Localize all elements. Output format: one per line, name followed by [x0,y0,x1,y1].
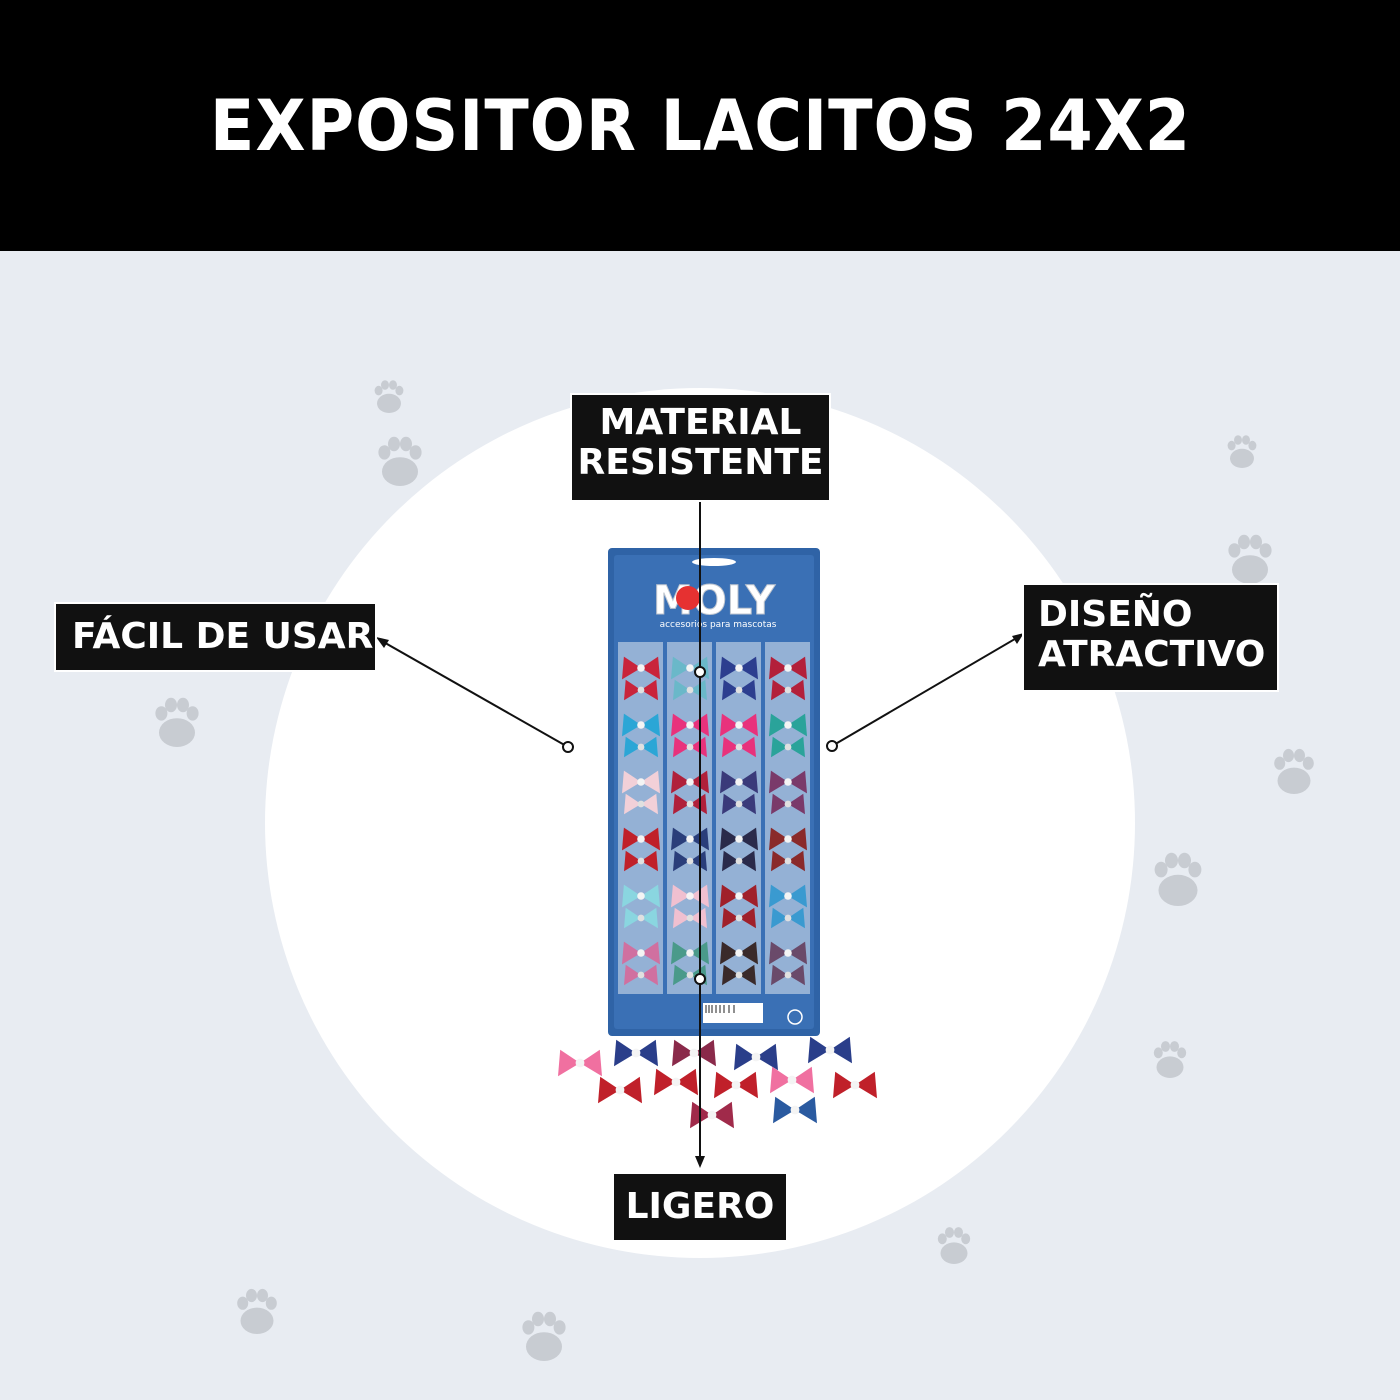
bow-icon [769,884,807,908]
barcode-label [703,1003,763,1023]
bow-icon [673,736,707,758]
bow-icon [720,884,758,908]
logo-smiley-icon [676,586,700,610]
bow-icon [769,713,807,737]
page-header: EXPOSITOR LACITOS 24X2 [0,0,1400,251]
bow-icon [769,656,807,680]
bow-icon [769,941,807,965]
bow-icon [771,679,805,701]
bow-icon [598,1076,642,1104]
bow-icon [722,964,756,986]
callout-material-line2: RESISTENTE [577,442,824,483]
bow-icon [720,941,758,965]
bow-icon [769,827,807,851]
bow-icon [773,1096,817,1124]
bow-icon [673,850,707,872]
page-title: EXPOSITOR LACITOS 24X2 [209,84,1191,167]
bow-icon [734,1043,778,1071]
bow-icon [720,827,758,851]
bow-icon [622,941,660,965]
bow-icon [722,736,756,758]
bow-icon [769,770,807,794]
bow-icon [624,907,658,929]
bow-icon [622,770,660,794]
bow-icon [833,1071,877,1099]
bow-icon [624,964,658,986]
bow-icon [622,656,660,680]
bow-icon [614,1039,658,1067]
bow-icon [624,679,658,701]
brand-tagline: accesorios para mascotas [660,620,777,630]
bow-icon [720,713,758,737]
bow-icon [624,793,658,815]
callout-diseno-atractivo: DISEÑO ATRACTIVO [1024,585,1277,690]
bow-icon [808,1036,852,1064]
callout-material-line1: MATERIAL [599,402,802,443]
bow-icon [771,793,805,815]
bow-icon [622,884,660,908]
bow-icon [722,679,756,701]
callout-diseno-line2: ATRACTIVO [1038,634,1266,675]
bow-icon [720,656,758,680]
bow-icon [654,1068,698,1096]
bow-icon [673,793,707,815]
bow-icon [722,907,756,929]
bow-icon [722,850,756,872]
bow-icon [558,1049,602,1077]
bow-icon [771,736,805,758]
recycle-icon [787,1009,803,1025]
bow-icon [720,770,758,794]
bow-icon [622,713,660,737]
bow-icon [672,1039,716,1067]
bow-icon [673,907,707,929]
callout-material-resistente: MATERIAL RESISTENTE [572,395,829,500]
bow-icon [771,907,805,929]
bow-icon [624,736,658,758]
callout-ligero: LIGERO [614,1174,786,1240]
brand-logo: MOLY [653,578,776,624]
callout-diseno-line1: DISEÑO [1038,594,1193,635]
bow-icon [771,850,805,872]
bow-icon [771,964,805,986]
bow-icon [673,679,707,701]
bow-icon [624,850,658,872]
bow-icon [622,827,660,851]
bow-icon [714,1071,758,1099]
bow-icon [770,1066,814,1094]
bow-icon [722,793,756,815]
callout-facil-de-usar: FÁCIL DE USAR [56,604,375,670]
